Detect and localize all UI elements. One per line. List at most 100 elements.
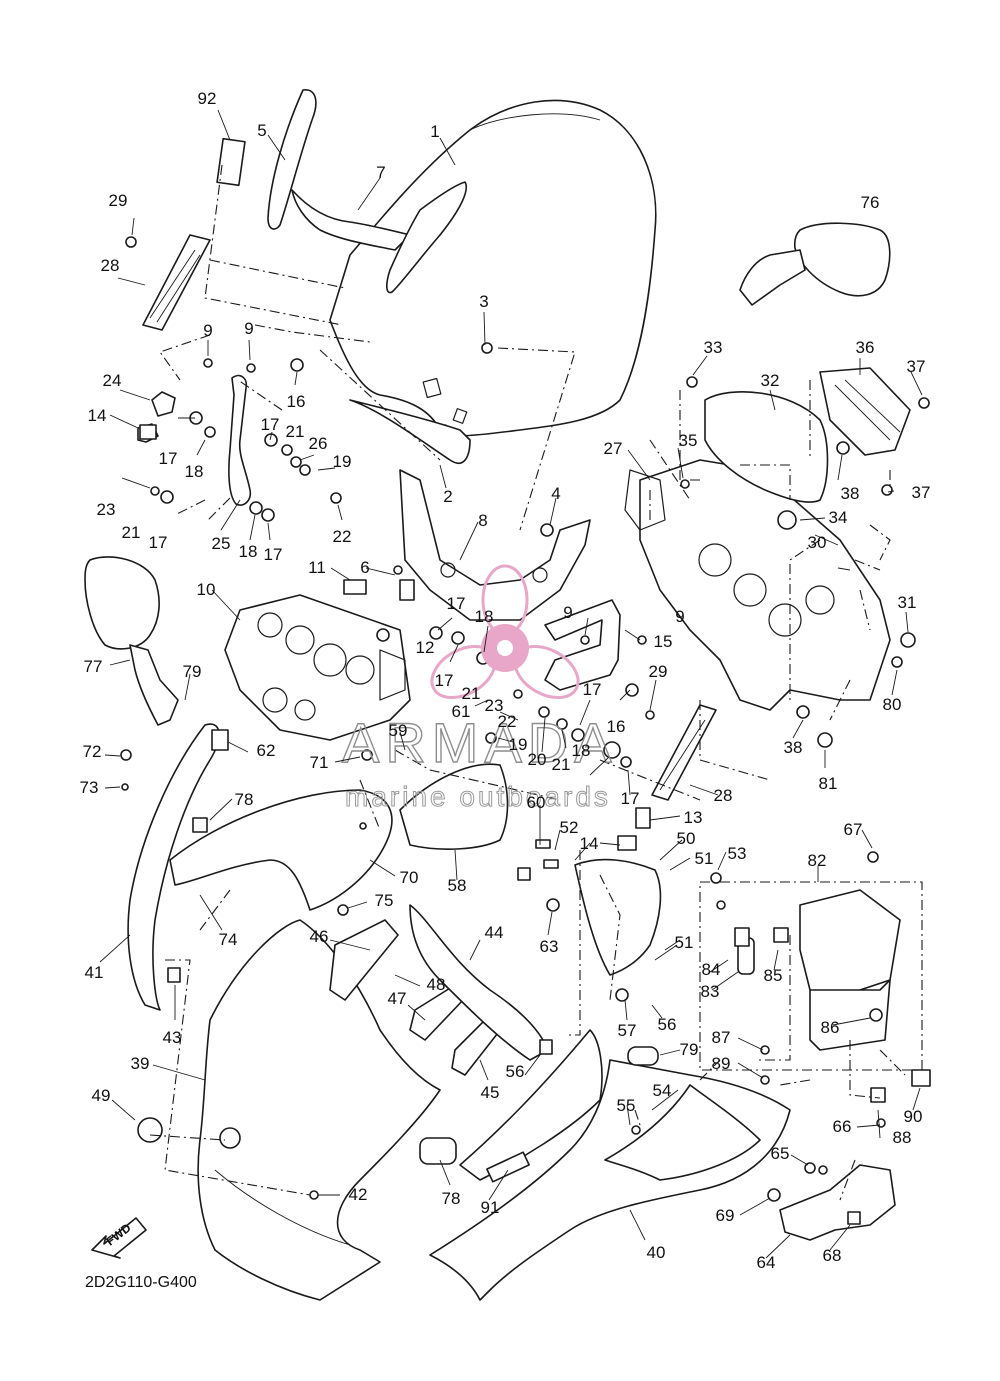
callout-19: 19 <box>333 452 352 471</box>
callout-35: 35 <box>679 431 698 450</box>
callout-61: 61 <box>452 702 471 721</box>
callout-40: 40 <box>647 1243 666 1262</box>
callout-21: 21 <box>552 755 571 774</box>
callout-18: 18 <box>572 741 591 760</box>
callout-48: 48 <box>427 975 446 994</box>
callout-72: 72 <box>83 742 102 761</box>
callout-14: 14 <box>580 834 599 853</box>
callout-64: 64 <box>757 1253 776 1272</box>
box-assembly <box>737 889 901 1051</box>
callout-9: 9 <box>203 321 212 340</box>
callout-9: 9 <box>675 607 684 626</box>
callout-73: 73 <box>80 778 99 797</box>
inner-cover <box>704 391 829 503</box>
callout-16: 16 <box>607 717 626 736</box>
callout-78: 78 <box>442 1189 461 1208</box>
callout-24: 24 <box>103 371 122 390</box>
callout-28: 28 <box>101 256 120 275</box>
callout-76: 76 <box>861 193 880 212</box>
callout-9: 9 <box>563 603 572 622</box>
callout-51: 51 <box>695 849 714 868</box>
callout-90: 90 <box>904 1107 923 1126</box>
callout-89: 89 <box>712 1054 731 1073</box>
right-mirror <box>739 222 891 306</box>
callout-68: 68 <box>823 1246 842 1265</box>
side-cover-70 <box>169 789 393 911</box>
upper-bracket <box>819 367 911 456</box>
callout-63: 63 <box>540 937 559 956</box>
callout-32: 32 <box>761 371 780 390</box>
callout-16: 16 <box>287 392 306 411</box>
callout-66: 66 <box>833 1117 852 1136</box>
leader-lines <box>99 109 923 1259</box>
callout-56: 56 <box>658 1015 677 1034</box>
callout-47: 47 <box>388 989 407 1008</box>
callout-19: 19 <box>509 735 528 754</box>
callout-17: 17 <box>264 545 283 564</box>
callout-29: 29 <box>649 662 668 681</box>
callout-44: 44 <box>485 923 504 942</box>
callout-17: 17 <box>149 533 168 552</box>
bracket-64 <box>779 1164 896 1241</box>
callout-80: 80 <box>883 695 902 714</box>
callout-30: 30 <box>808 533 827 552</box>
watermark-tagline: marine outboards <box>345 781 611 812</box>
callout-22: 22 <box>498 712 517 731</box>
callout-3: 3 <box>479 292 488 311</box>
callout-59: 59 <box>389 721 408 740</box>
reference-lines <box>149 164 906 1201</box>
callout-31: 31 <box>898 593 917 612</box>
right-rail <box>651 704 717 801</box>
left-rail <box>142 234 211 331</box>
callout-43: 43 <box>163 1028 182 1047</box>
callout-79: 79 <box>680 1040 699 1059</box>
windshield <box>329 99 657 438</box>
callout-14: 14 <box>88 406 107 425</box>
under-cowl <box>429 1029 791 1301</box>
callout-8: 8 <box>478 511 487 530</box>
callout-41: 41 <box>85 963 104 982</box>
callout-17: 17 <box>261 415 280 434</box>
callout-27: 27 <box>604 439 623 458</box>
watermark-brand: ARMADA <box>342 711 618 774</box>
callout-18: 18 <box>475 607 494 626</box>
callout-86: 86 <box>821 1018 840 1037</box>
callout-22: 22 <box>333 527 352 546</box>
callout-69: 69 <box>716 1206 735 1225</box>
callout-37: 37 <box>912 483 931 502</box>
fwd-arrow-icon: FWD <box>91 1217 147 1259</box>
callout-23: 23 <box>485 696 504 715</box>
callout-21: 21 <box>286 422 305 441</box>
callout-62: 62 <box>257 741 276 760</box>
callout-18: 18 <box>239 542 258 561</box>
callout-78: 78 <box>235 790 254 809</box>
callout-17: 17 <box>447 594 466 613</box>
callout-84: 84 <box>702 960 721 979</box>
callout-33: 33 <box>704 338 723 357</box>
callout-37: 37 <box>907 357 926 376</box>
front-cowling <box>197 919 441 1301</box>
callout-77: 77 <box>84 657 103 676</box>
callout-2: 2 <box>443 487 452 506</box>
callout-36: 36 <box>856 338 875 357</box>
callout-7: 7 <box>376 163 385 182</box>
callout-56: 56 <box>506 1062 525 1081</box>
callout-15: 15 <box>654 632 673 651</box>
inner-panel-50 <box>574 858 662 976</box>
watermark: ARMADA marine outboards <box>341 564 618 813</box>
callout-17: 17 <box>621 789 640 808</box>
callout-50: 50 <box>677 829 696 848</box>
left-stay <box>137 374 252 506</box>
callout-74: 74 <box>219 930 238 949</box>
callout-81: 81 <box>819 774 838 793</box>
callout-91: 91 <box>481 1198 500 1217</box>
windshield-stay <box>349 399 471 464</box>
callout-12: 12 <box>416 638 435 657</box>
callout-38: 38 <box>841 484 860 503</box>
meter-bracket <box>624 459 891 711</box>
meter-assembly <box>224 594 411 741</box>
callout-83: 83 <box>701 982 720 1001</box>
